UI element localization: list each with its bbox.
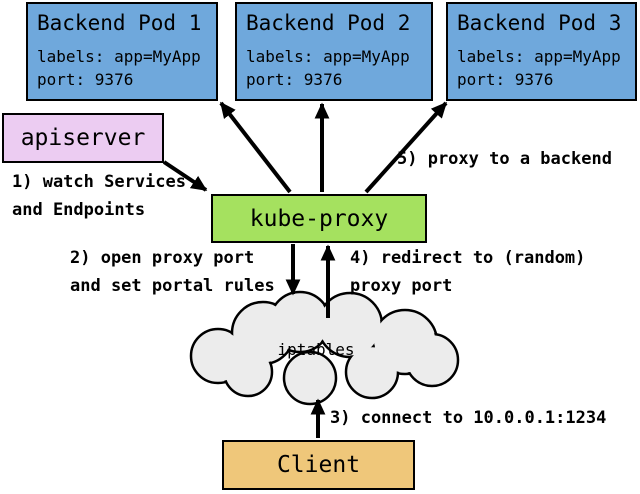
annotation-step1-line1: 1) watch Services — [12, 172, 186, 192]
backend-pod-3-port: port: 9376 — [457, 70, 554, 89]
backend-pod-1-labels: labels: app=MyApp — [37, 47, 201, 66]
client-label: Client — [276, 452, 361, 478]
annotation-step1: 1) watch Services and Endpoints — [12, 168, 186, 224]
annotation-step2: 2) open proxy port and set portal rules — [70, 244, 275, 300]
backend-pod-2-labels: labels: app=MyApp — [246, 47, 410, 66]
annotation-step4: 4) redirect to (random) proxy port — [350, 244, 585, 300]
kube-proxy-label: kube-proxy — [249, 205, 389, 232]
annotation-step2-line2: and set portal rules — [70, 276, 275, 296]
annotation-step4-line2: proxy port — [350, 276, 453, 296]
annotation-step1-line2: and Endpoints — [12, 200, 146, 220]
client-box: Client — [222, 440, 415, 490]
backend-pod-1-port: port: 9376 — [37, 70, 134, 89]
backend-pod-3-title: Backend Pod 3 — [457, 11, 622, 35]
backend-pod-2-port: port: 9376 — [246, 70, 343, 89]
backend-pod-1-title: Backend Pod 1 — [37, 11, 202, 35]
apiserver-label: apiserver — [20, 125, 146, 151]
annotation-step5: 5) proxy to a backend — [397, 149, 612, 169]
backend-pod-1-box: Backend Pod 1 labels: app=MyApp port: 93… — [26, 2, 218, 101]
annotation-step4-line1: 4) redirect to (random) — [350, 248, 586, 268]
arrow-step5-kubeproxy-to-pod1 — [219, 101, 292, 194]
backend-pod-3-labels: labels: app=MyApp — [457, 47, 621, 66]
iptables-label: iptables — [277, 340, 355, 359]
kube-proxy-box: kube-proxy — [211, 194, 427, 243]
annotation-step3: 3) connect to 10.0.0.1:1234 — [330, 408, 607, 428]
backend-pod-2-box: Backend Pod 2 labels: app=MyApp port: 93… — [235, 2, 433, 101]
apiserver-box: apiserver — [2, 113, 164, 163]
backend-pod-3-box: Backend Pod 3 labels: app=MyApp port: 93… — [446, 2, 637, 101]
annotation-step2-line1: 2) open proxy port — [70, 248, 255, 268]
backend-pod-2-title: Backend Pod 2 — [246, 11, 411, 35]
